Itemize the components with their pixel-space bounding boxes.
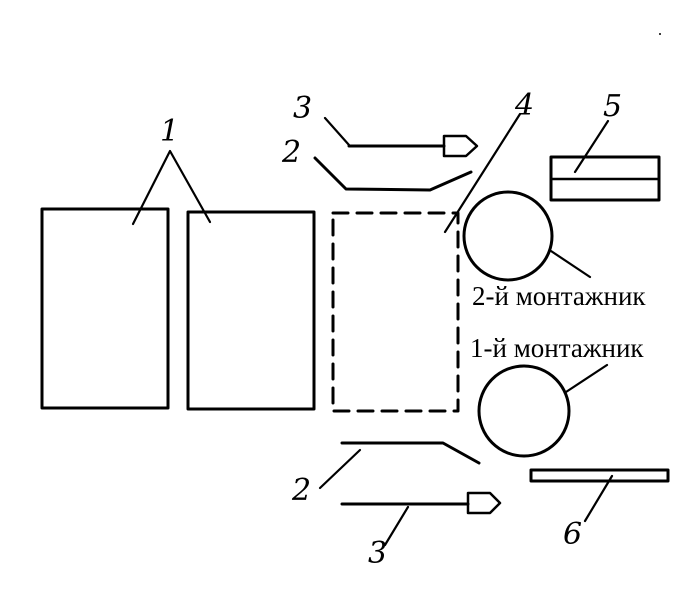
speck xyxy=(659,33,661,35)
label-1: 1 xyxy=(160,114,179,149)
worker-2-label: 2-й монтажник xyxy=(472,281,646,311)
label-2-bottom: 2 xyxy=(291,473,311,508)
tool-3-top-leader xyxy=(323,116,351,147)
panel-right xyxy=(186,210,316,411)
label-3-top: 3 xyxy=(293,91,312,126)
label-4: 4 xyxy=(514,88,534,123)
mounting-position-dashed xyxy=(331,211,460,413)
tool-3-top-tip xyxy=(442,134,479,158)
label-5: 5 xyxy=(603,89,622,124)
worker-1-leader xyxy=(564,363,609,394)
worker-1-label: 1-й монтажник xyxy=(470,333,644,363)
leader-3-bottom xyxy=(383,505,410,547)
leader-2-bottom xyxy=(318,448,362,490)
leader-4 xyxy=(443,112,522,234)
plate-6 xyxy=(529,468,670,483)
worker-1-circle xyxy=(477,364,571,458)
leader-5 xyxy=(573,119,610,174)
leader-1 xyxy=(131,149,212,226)
leader-6 xyxy=(583,474,614,523)
panel-left xyxy=(40,207,170,410)
tool-3-bottom-tip xyxy=(466,491,502,515)
brace-2-top xyxy=(313,156,473,192)
worker-2-leader xyxy=(549,249,592,279)
label-3-bottom: 3 xyxy=(368,536,387,571)
brace-2-bottom xyxy=(340,441,481,465)
label-2-top: 2 xyxy=(281,135,301,170)
worker-2-circle xyxy=(462,190,554,282)
label-6: 6 xyxy=(563,517,582,552)
